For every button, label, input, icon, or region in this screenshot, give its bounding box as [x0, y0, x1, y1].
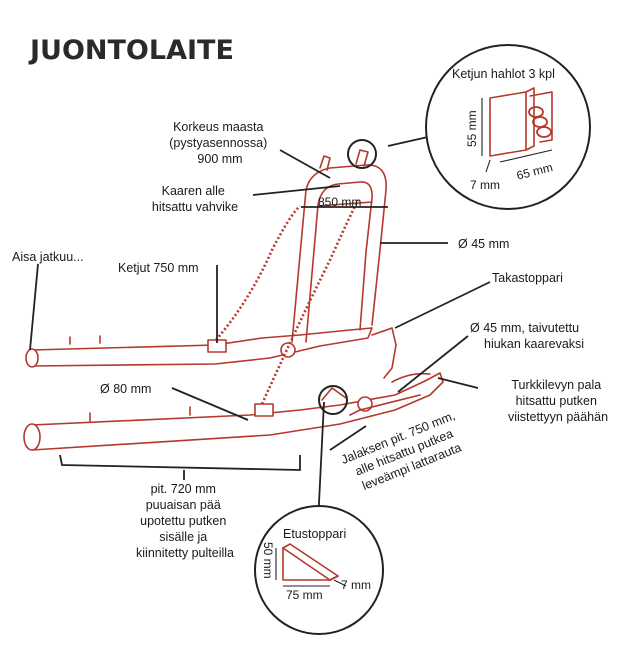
chain-link-3: [536, 126, 552, 138]
label-jalas: Jalaksen pit. 750 mm, alle hitsattu putk…: [339, 407, 472, 497]
top-hook-left: [319, 155, 331, 171]
back-stopper: [371, 327, 397, 379]
arch-frame-inner: [305, 181, 373, 343]
label-takastoppari: Takastoppari: [492, 271, 563, 285]
dim-7b: [333, 579, 347, 587]
dim-7: [485, 159, 491, 173]
arch-frame: [291, 164, 387, 343]
back-aisa-tube: [31, 327, 373, 367]
label-putki45: Ø 45 mm: [458, 237, 509, 251]
detail-chain-height: 55 mm: [465, 110, 479, 147]
runner-flatbar: [349, 394, 421, 416]
label-putki80: Ø 80 mm: [100, 382, 151, 396]
label-korkeus: Korkeus maasta (pystyasennossa) 900 mm: [169, 120, 270, 166]
leader-45b: [397, 335, 469, 393]
sled-drawing: [23, 149, 444, 451]
detail-stop-height: 50 mm: [261, 542, 275, 579]
dim-65: [499, 149, 553, 163]
pivot-back: [280, 342, 296, 358]
leader-aisa: [29, 263, 39, 351]
stopper-wedge-edge: [329, 575, 339, 581]
chain-plate-back: [529, 91, 553, 143]
detail-front-stopper: Etustoppari 50 mm 75 mm 7 mm: [254, 505, 384, 635]
callout-circle-top: [347, 139, 377, 169]
front-stopper-plate: [321, 387, 347, 401]
front-tube-end: [23, 423, 41, 451]
top-hook-right: [355, 149, 369, 167]
label-850: 850 mm: [318, 195, 361, 209]
detail-stop-title: Etustoppari: [283, 527, 346, 541]
detail-stop-circle: [254, 505, 384, 635]
label-ketjut: Ketjut 750 mm: [118, 261, 199, 275]
leader-jalas: [329, 425, 367, 451]
leader-lines: [29, 131, 491, 524]
back-tube-end: [25, 348, 39, 368]
label-turkki: Turkkilevyn pala hitsattu putken viistet…: [508, 378, 608, 424]
leader-takastoppari: [394, 281, 491, 329]
detail-chain-title: Ketjun hahlot 3 kpl: [452, 67, 555, 81]
detail-stop-width: 75 mm: [286, 588, 323, 602]
bolts: [69, 335, 191, 422]
label-720: pit. 720 mm puuaisan pää upotettu putken…: [136, 482, 234, 560]
chain-right: [260, 199, 360, 405]
leader-detail-stop: [317, 401, 325, 524]
detail-chain-thickness: 7 mm: [470, 178, 500, 192]
leader-korkeus: [279, 149, 331, 179]
diagram-title: JUONTOLAITE: [28, 35, 234, 66]
bracket-front: [254, 403, 274, 417]
detail-chain-slots: Ketjun hahlot 3 kpl 55 mm 7 mm 65 mm: [425, 44, 591, 210]
detail-chain-circle: [425, 44, 591, 210]
label-putki45b: Ø 45 mm, taivutettu hiukan kaarevaksi: [470, 321, 584, 351]
front-curved-tube: [391, 372, 431, 383]
leader-kaaren: [252, 185, 341, 196]
chain-left: [215, 205, 301, 341]
stopper-wedge: [282, 547, 331, 581]
leader-turkki: [437, 377, 479, 389]
label-kaaren: Kaaren alle hitsattu vahvike: [152, 184, 238, 214]
label-aisa: Aisa jatkuu...: [12, 250, 84, 264]
bracket-720: [59, 454, 301, 471]
leader-80: [171, 387, 249, 421]
detail-stop-thickness: 7 mm: [341, 578, 371, 592]
arch-reinforcement: [317, 201, 373, 207]
front-aisa-tube: [31, 372, 444, 451]
callout-circle-bottom: [318, 385, 348, 415]
